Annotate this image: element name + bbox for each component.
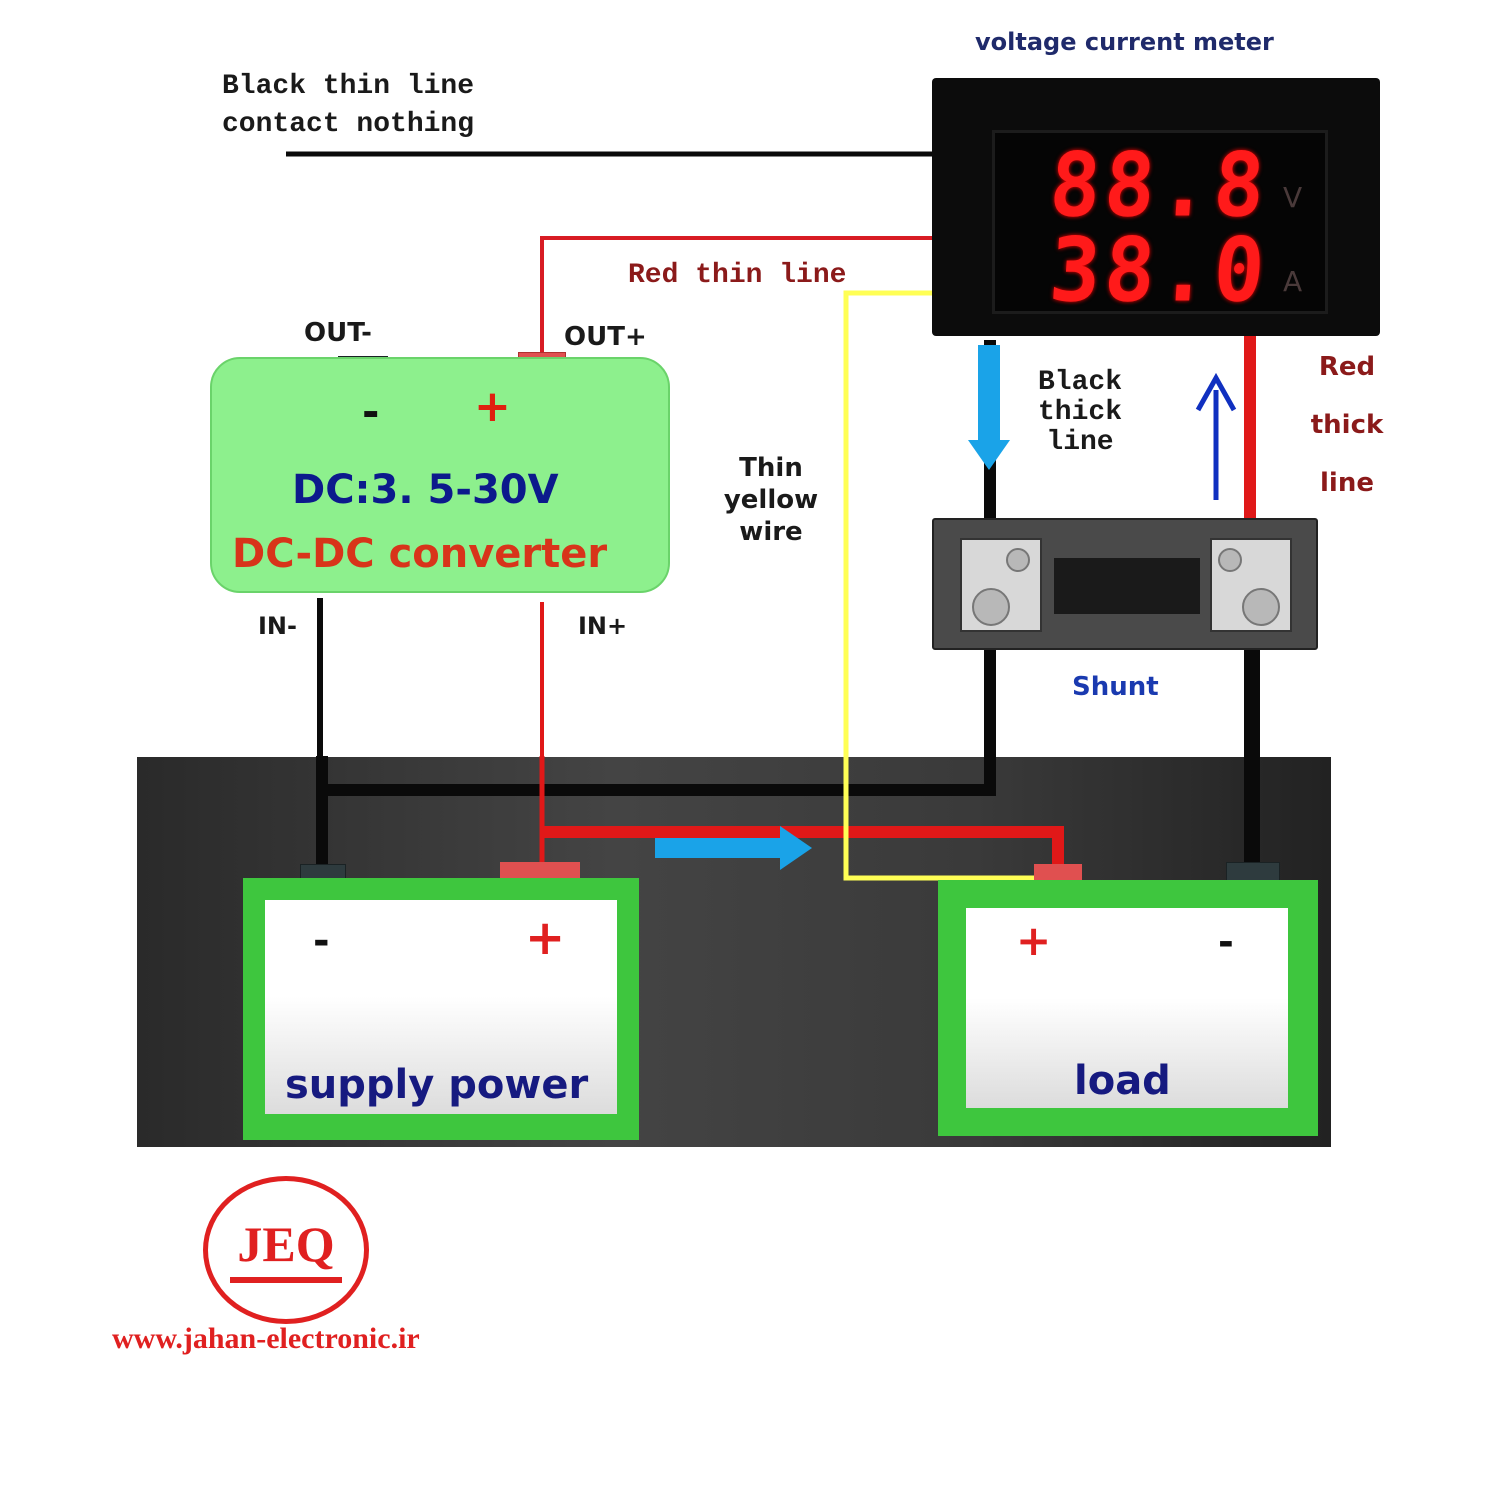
load-plus-sign: + xyxy=(1016,916,1052,965)
converter-minus-sign: - xyxy=(362,387,380,436)
red-thick-line-label: Red thick line xyxy=(1300,338,1394,512)
volt-unit: V xyxy=(1283,181,1303,214)
label-line: wire xyxy=(739,517,803,547)
logo-text: JEQ xyxy=(237,1216,335,1272)
meter-title: voltage current meter xyxy=(975,28,1274,56)
shunt-resistor xyxy=(932,518,1318,650)
label-line: line xyxy=(1320,468,1374,498)
label-line: Black thin line xyxy=(222,71,475,102)
label-line: thick xyxy=(1037,397,1122,428)
load-battery: + - load xyxy=(938,880,1318,1136)
out-minus-label: OUT- xyxy=(304,318,372,348)
screw-icon xyxy=(972,588,1010,626)
label-line: thick xyxy=(1310,410,1384,440)
screw-icon xyxy=(1006,548,1030,572)
red-thin-wire xyxy=(540,236,934,356)
red-thin-line-label: Red thin line xyxy=(628,260,847,291)
label-line: Red xyxy=(1318,352,1376,382)
shunt-element xyxy=(1054,558,1200,614)
amp-unit: A xyxy=(1283,265,1303,298)
supply-plus-sign: + xyxy=(525,910,566,966)
screw-icon xyxy=(1242,588,1280,626)
arrow-up-icon xyxy=(1195,372,1237,412)
load-label: load xyxy=(1074,1058,1171,1104)
label-line: Black xyxy=(1037,367,1122,398)
screw-icon xyxy=(1218,548,1242,572)
current-flow-arrow-icon xyxy=(780,826,812,870)
arrow-down-icon xyxy=(968,440,1010,470)
dc-dc-converter: - + DC:3. 5-30V DC-DC converter xyxy=(210,357,670,593)
shunt-terminal-right xyxy=(1210,538,1292,632)
black-thick-line-label: Black thick line xyxy=(1028,368,1132,458)
load-minus-sign: - xyxy=(1218,920,1234,964)
converter-voltage-range: DC:3. 5-30V xyxy=(292,467,559,513)
converter-name: DC-DC converter xyxy=(232,531,608,577)
in-minus-label: IN- xyxy=(258,612,297,640)
jeq-logo: JEQ xyxy=(203,1176,369,1324)
black-thin-line-label: Black thin line contact nothing xyxy=(222,68,474,144)
supply-power-label: supply power xyxy=(285,1062,589,1108)
in-plus-label: IN+ xyxy=(578,612,628,640)
out-plus-label: OUT+ xyxy=(564,322,647,352)
thin-yellow-wire-label: Thin yellow wire xyxy=(712,452,830,548)
website-url: www.jahan-electronic.ir xyxy=(112,1322,420,1355)
label-line: Thin xyxy=(739,453,803,483)
supply-minus-sign: - xyxy=(313,918,330,964)
logo-underline xyxy=(230,1277,342,1283)
meter-display: 88.8 38.0 V A xyxy=(992,130,1328,321)
label-line: contact nothing xyxy=(222,109,475,140)
shunt-terminal-left xyxy=(960,538,1042,632)
supply-power-battery: - + supply power xyxy=(243,878,639,1140)
label-line: yellow xyxy=(723,485,819,515)
converter-plus-sign: + xyxy=(474,381,511,432)
label-line: line xyxy=(1046,427,1114,458)
voltage-current-meter: 88.8 38.0 V A xyxy=(932,78,1380,336)
shunt-label: Shunt xyxy=(1072,672,1159,702)
